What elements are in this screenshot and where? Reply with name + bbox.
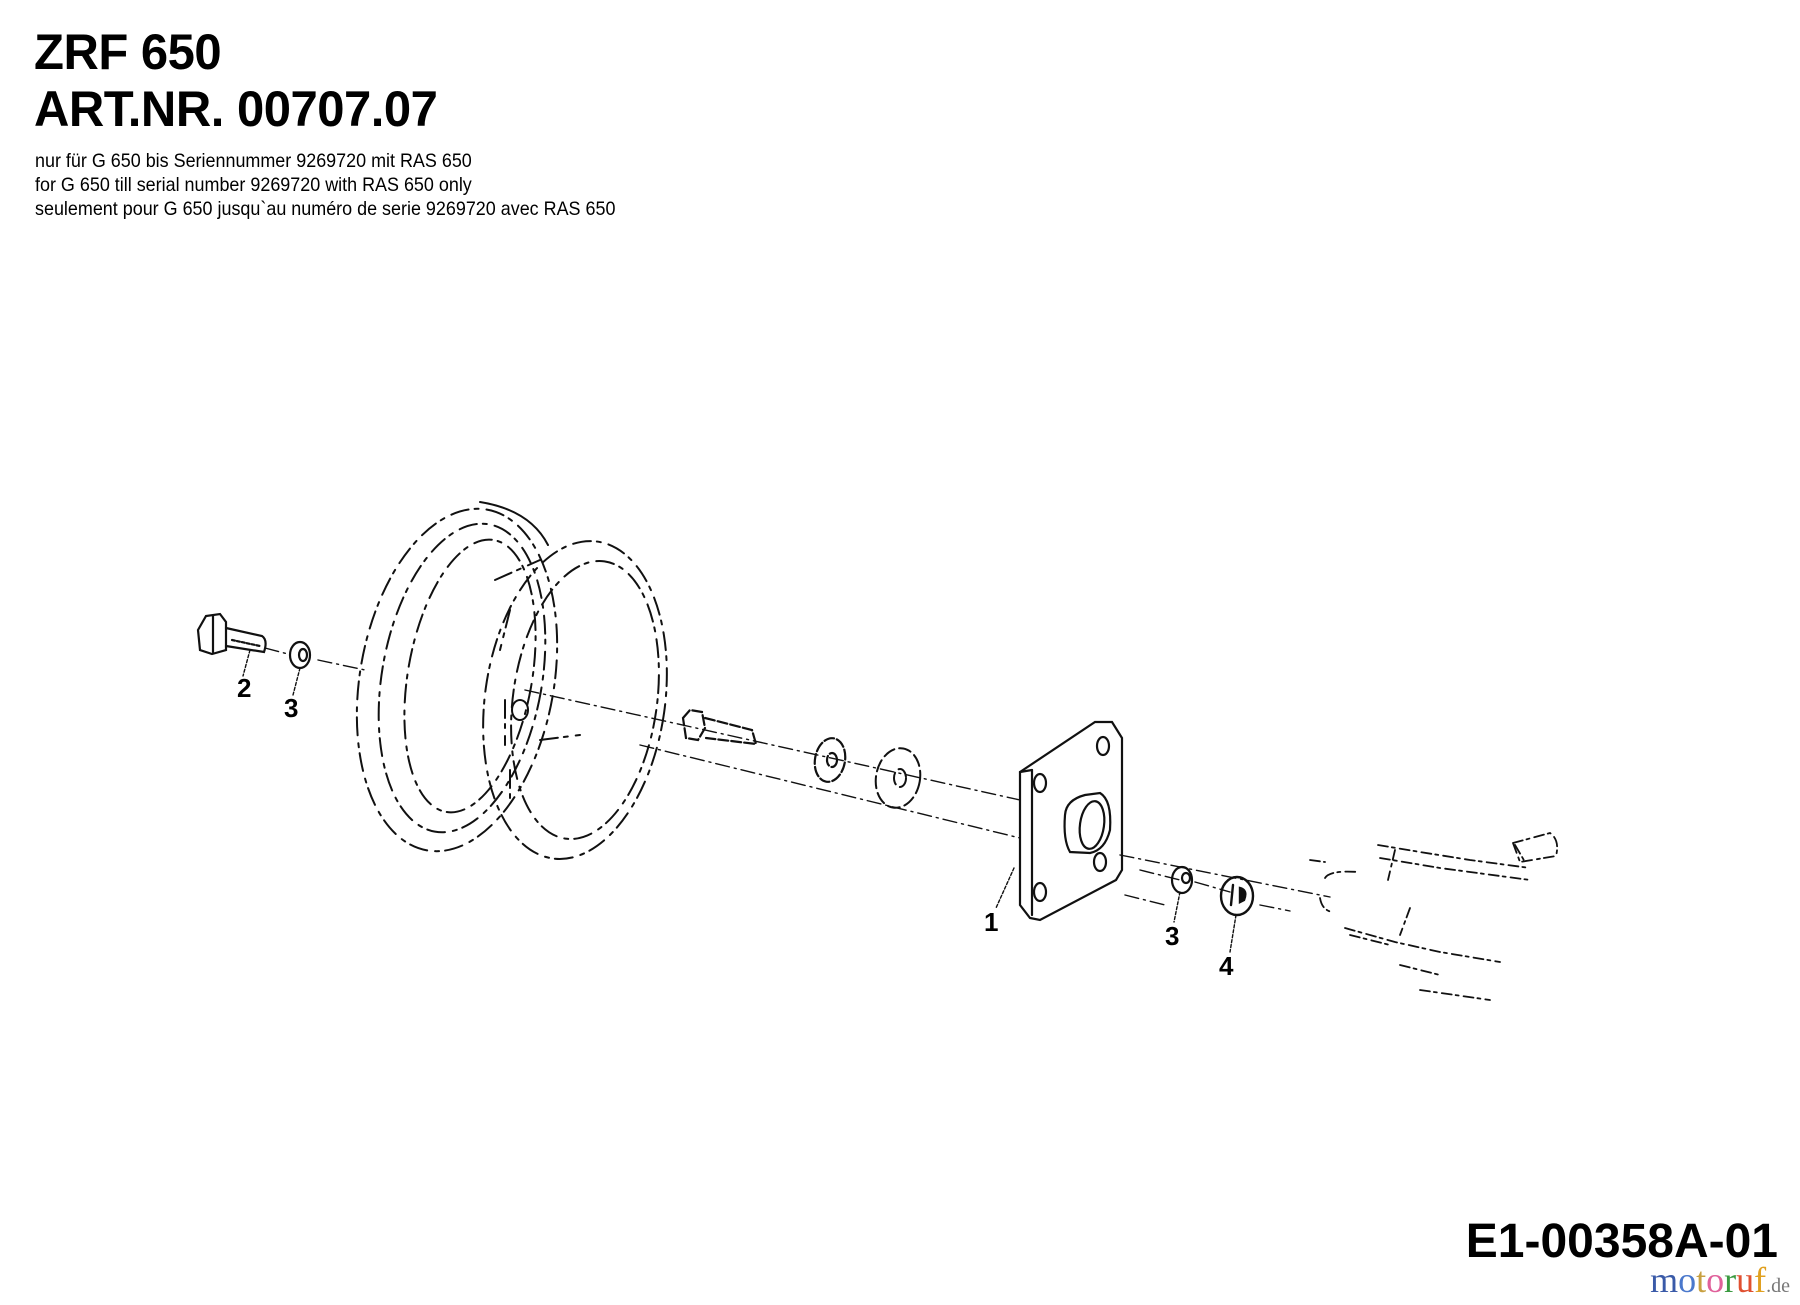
hex-nut-icon (1219, 875, 1255, 917)
logo-letter: o (1678, 1260, 1697, 1300)
logo-suffix: .de (1766, 1275, 1790, 1297)
axle-pin-icon (681, 708, 758, 746)
callout-1: 1 (984, 907, 999, 937)
article-number: ART.NR. 00707.07 (34, 81, 438, 137)
note-english: for G 650 till serial number 9269720 wit… (35, 174, 472, 196)
spacer-washer-icon (813, 737, 847, 783)
callout-3-right: 3 (1165, 921, 1180, 951)
callout-3-left: 3 (284, 693, 299, 723)
mounting-plate-icon (1018, 720, 1124, 922)
callout-2: 2 (237, 673, 252, 703)
wheel-icon (355, 501, 668, 860)
model-title: ZRF 650 (34, 24, 222, 80)
washer-icon (1170, 865, 1194, 895)
spacer-disc-icon (874, 747, 922, 809)
logo-letter: m (1650, 1260, 1679, 1300)
callout-4: 4 (1219, 951, 1234, 981)
axis-line (264, 647, 1331, 912)
washer-icon (288, 640, 312, 670)
frame-bracket-icon (1309, 832, 1559, 1001)
logo-letter: u (1736, 1260, 1755, 1300)
drawing-code: E1-00358A-01 (1465, 1215, 1778, 1268)
note-french: seulement pour G 650 jusqu`au numéro de … (35, 198, 616, 220)
motoruf-logo[interactable]: motoruf.de (1650, 1262, 1790, 1298)
note-german: nur für G 650 bis Seriennummer 9269720 m… (35, 150, 472, 172)
leader-line (242, 649, 1237, 953)
logo-letter: t (1696, 1260, 1707, 1300)
logo-letter: o (1706, 1260, 1725, 1300)
logo-letter: f (1754, 1260, 1767, 1300)
logo-letter: r (1724, 1260, 1737, 1300)
hex-bolt-icon (196, 612, 267, 656)
